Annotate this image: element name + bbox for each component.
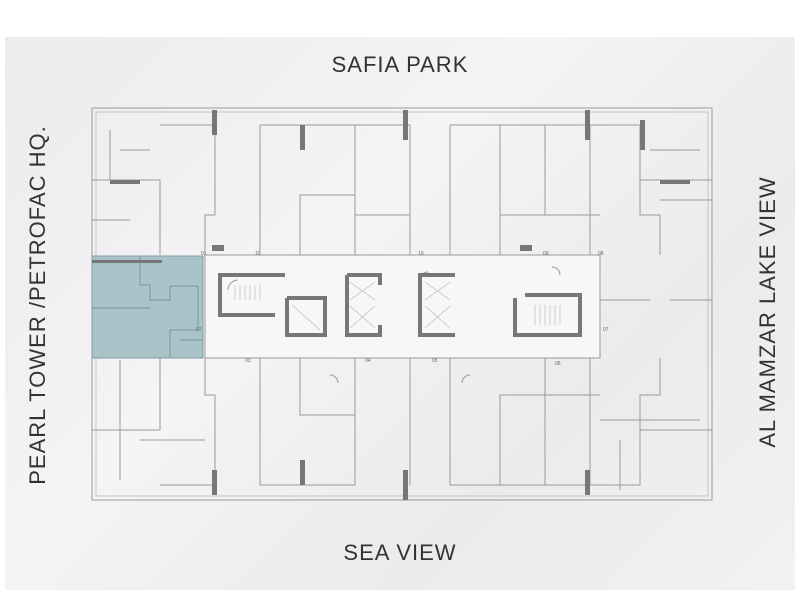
unit-number: 11 <box>255 251 260 257</box>
unit-number: 03 <box>245 358 251 364</box>
unit-number: 02 <box>196 327 202 333</box>
orientation-label-top: SAFIA PARK <box>331 52 469 77</box>
unit-number: 05 <box>432 358 438 364</box>
orientation-label-right: AL MAMZAR LAKE VIEW <box>755 176 780 448</box>
unit-number: 10 <box>418 251 424 257</box>
unit-number: 09 <box>543 251 549 257</box>
unit-number: 04 <box>365 358 371 364</box>
orientation-label-left: PEARL TOWER /PETROFAC HQ. <box>25 125 50 485</box>
unit-number: 06 <box>555 361 561 367</box>
unit-number: 07 <box>603 327 609 333</box>
highlighted-unit-02[interactable] <box>91 255 204 359</box>
unit-number: 01 <box>201 251 207 257</box>
orientation-label-bottom: SEA VIEW <box>343 540 457 565</box>
unit-number: 08 <box>598 251 604 257</box>
